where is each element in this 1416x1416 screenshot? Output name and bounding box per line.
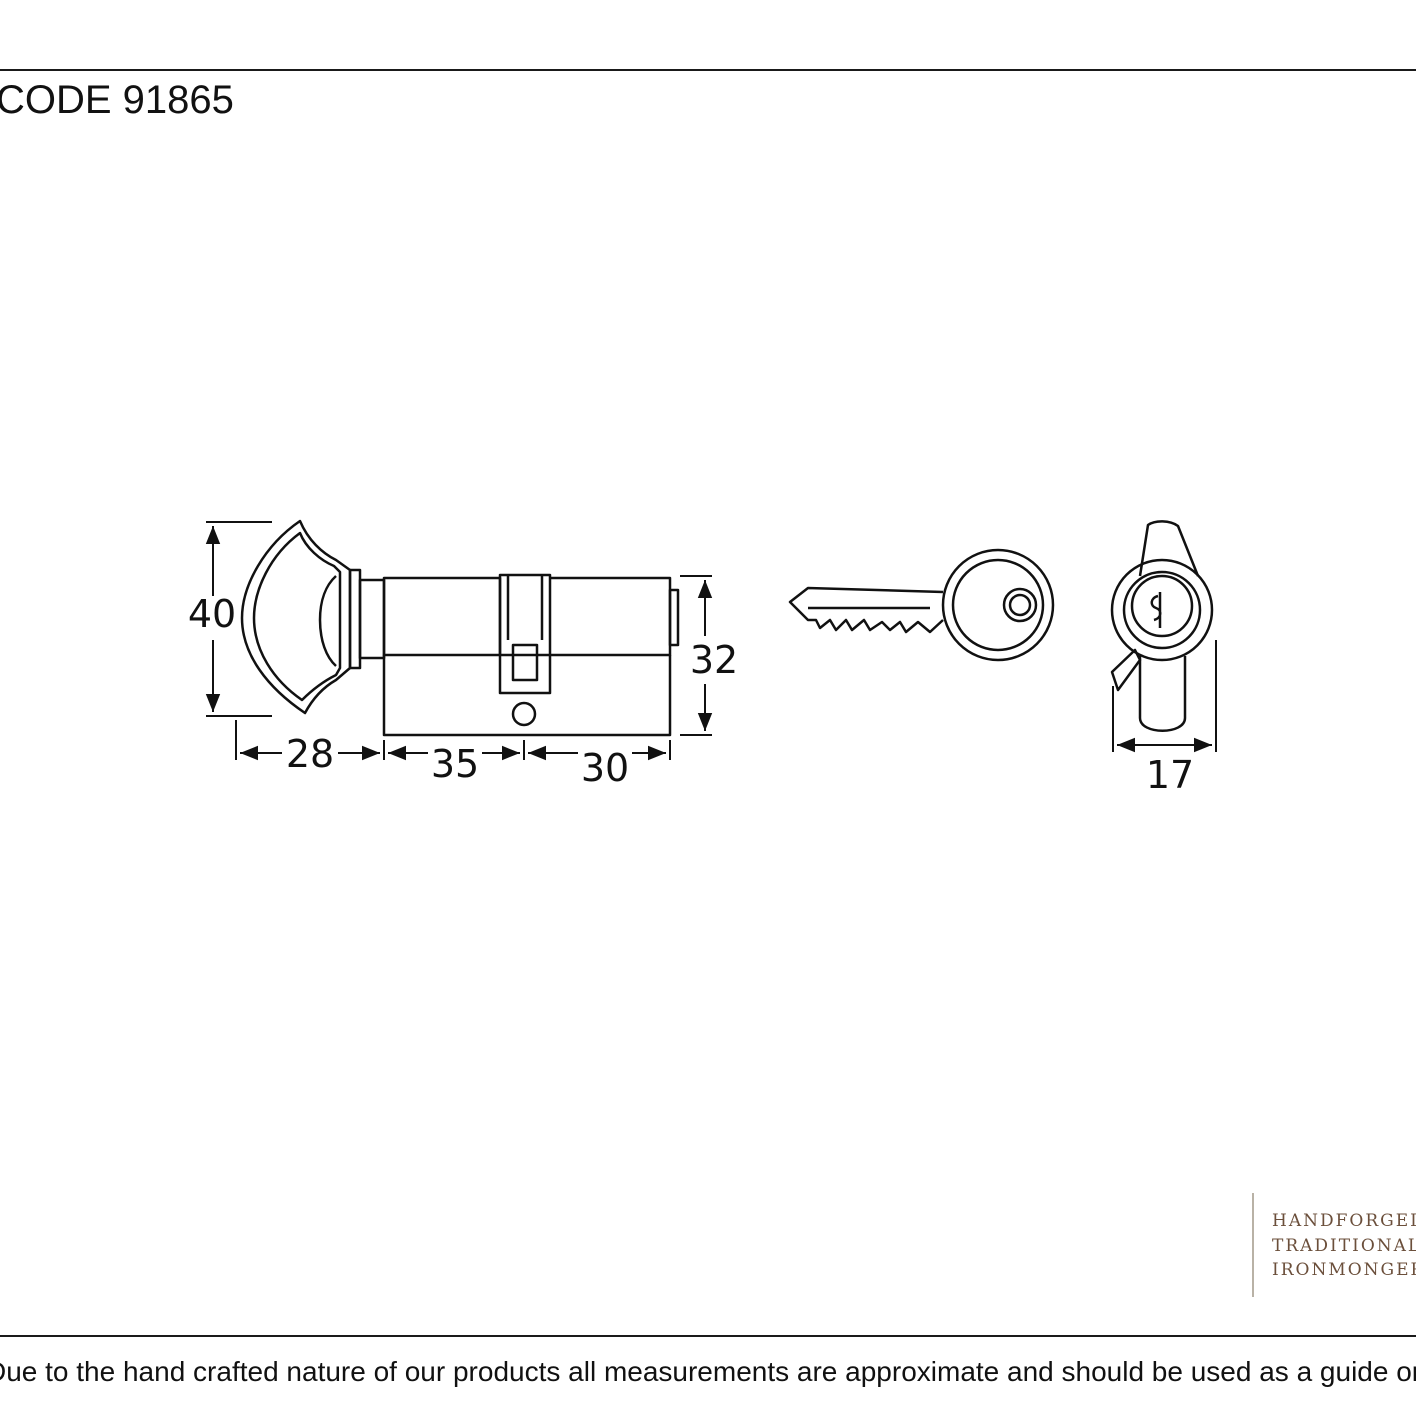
dimension-label-knob-height: 40 (188, 592, 236, 636)
dimension-label-knob-length: 28 (286, 732, 334, 776)
brand-line-2: TRADITIONAL (1272, 1236, 1416, 1256)
cylinder-end-view (1110, 520, 1214, 732)
brand-divider (1252, 1193, 1254, 1297)
key-illustration (788, 548, 1055, 662)
dimension-label-cylinder-right: 30 (581, 746, 629, 790)
brand-logo: HANDFORGED TRADITIONAL IRONMONGERY (1252, 1193, 1416, 1297)
product-code-title: CODE 91865 (0, 78, 234, 122)
bottom-rule (0, 1335, 1416, 1337)
dimension-lines (205, 521, 1217, 761)
brand-line-1: HANDFORGED (1272, 1211, 1416, 1231)
dimension-label-end-width: 17 (1146, 753, 1194, 797)
dimension-label-cylinder-height: 32 (690, 638, 738, 682)
top-rule (0, 69, 1416, 71)
euro-cylinder-body (382, 573, 680, 737)
dimension-label-cylinder-left: 35 (431, 742, 479, 786)
thumbturn-knob (240, 519, 386, 715)
measurement-disclaimer: Due to the hand crafted nature of our pr… (0, 1356, 1416, 1387)
brand-line-3: IRONMONGERY (1272, 1260, 1416, 1280)
